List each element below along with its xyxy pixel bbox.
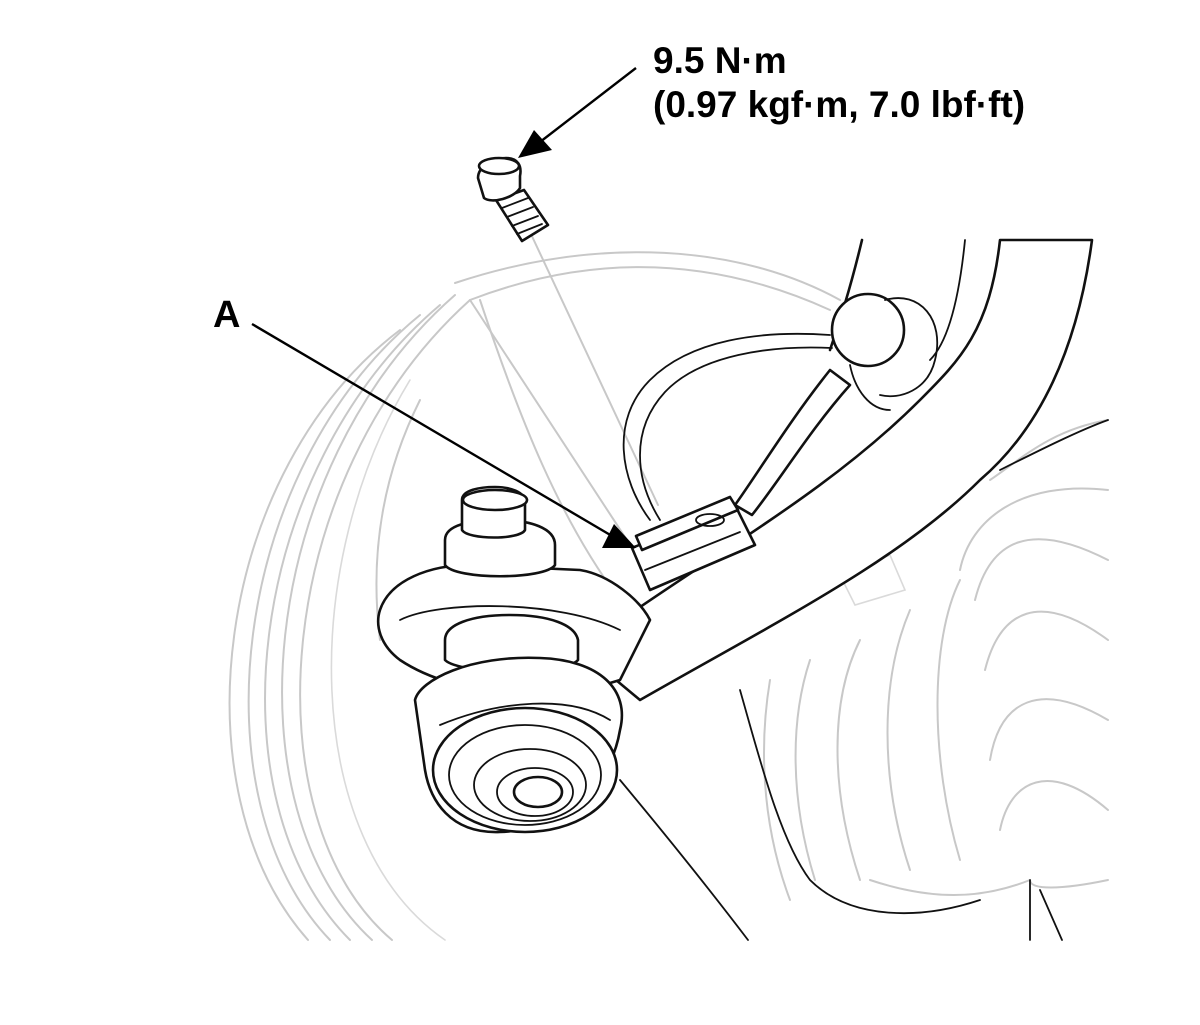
callout-a-leader-arrow: [251, 322, 636, 548]
bolt-alignment-line: [529, 231, 659, 506]
knuckle-lower-arm: [619, 689, 1063, 941]
callout-label-a: A: [213, 294, 241, 336]
sensor-harness: [622, 292, 939, 521]
control-arm-bushing: [413, 656, 624, 834]
background-ghost-parts: [228, 251, 1109, 941]
knuckle-outline: [375, 251, 841, 641]
sensor-bolt: [476, 156, 659, 506]
drive-shaft-boot: [763, 419, 1109, 901]
wheel-speed-sensor: [630, 495, 757, 592]
harness-grommet: [830, 292, 906, 368]
brake-disc-outline: [228, 294, 471, 941]
torque-spec-conversion: (0.97 kgf·m, 7.0 lbf·ft): [653, 84, 1026, 125]
torque-leader-arrow: [518, 67, 637, 158]
torque-spec-value: 9.5 N·m: [653, 40, 787, 81]
